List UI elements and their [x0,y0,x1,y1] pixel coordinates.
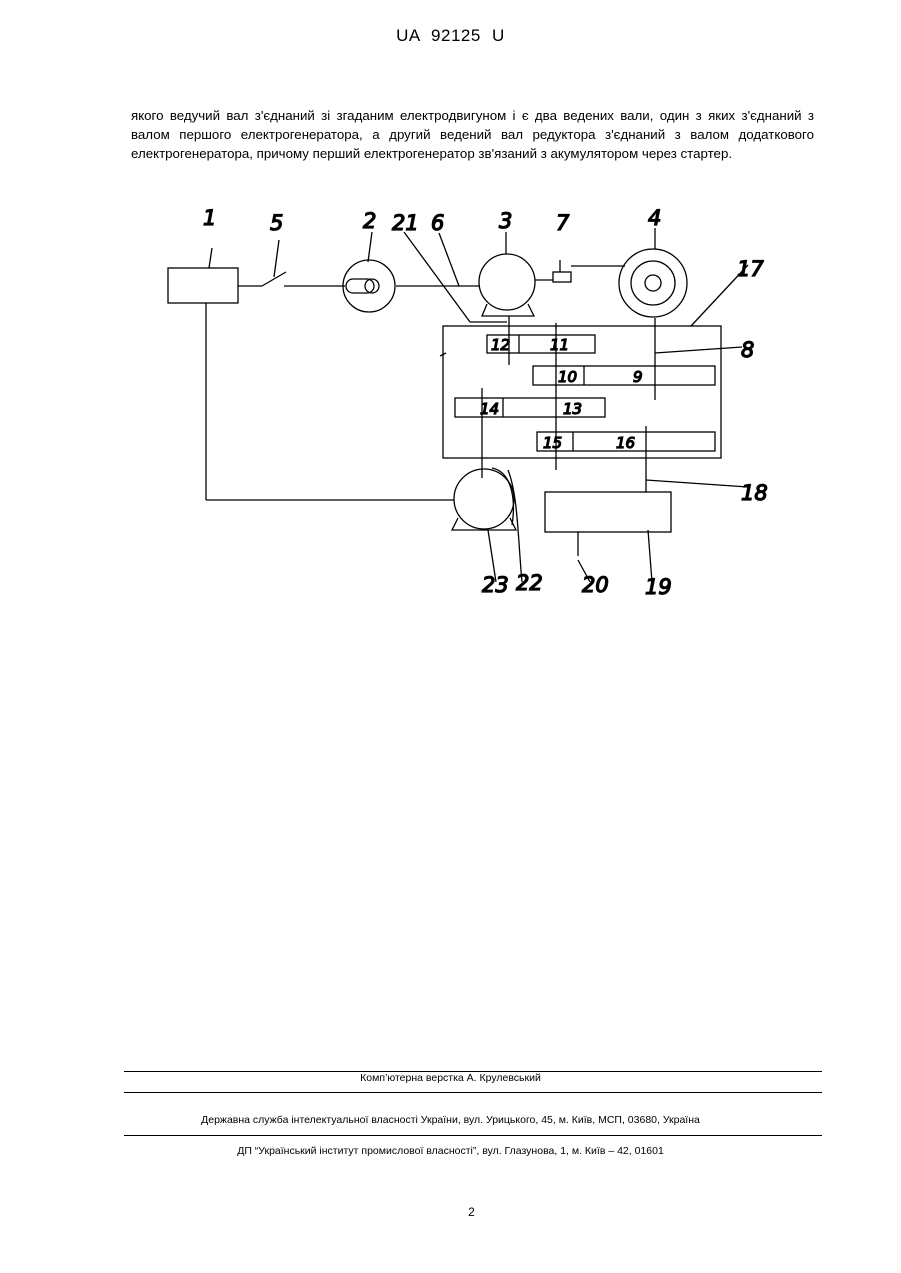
circle-23 [454,469,514,529]
footer-agency: Державна служба інтелектуальної власност… [0,1114,901,1126]
label-8: 8 [741,338,754,362]
label-2: 2 [363,209,376,233]
label-5: 5 [270,211,283,235]
gear-13-14 [455,398,605,417]
housing-17 [443,326,721,458]
footer-rule-3 [124,1135,822,1136]
label-11: 11 [550,336,569,354]
leader-21 [404,232,470,322]
footer-institute: ДП “Український інститут промислової вла… [0,1145,901,1157]
circle-4-core [645,275,661,291]
body-paragraph: якого ведучий вал з'єднаний зі згаданим … [131,106,814,163]
footer-rule-1 [124,1071,822,1072]
label-12: 12 [491,336,510,354]
circle-4-outer [619,249,687,317]
label-9: 9 [633,368,643,386]
label-23: 23 [482,573,509,597]
label-18: 18 [741,481,768,505]
coupling-7 [553,272,571,282]
footer-rule-2 [124,1092,822,1093]
label-19: 19 [645,575,672,599]
leader-5 [274,240,279,277]
label-20: 20 [582,573,609,597]
label-10: 10 [558,368,577,386]
schematic-figure: 1 5 2 21 6 3 7 4 17 8 18 19 20 22 23 12 … [150,195,790,605]
circle-4-inner [631,261,675,305]
box-19 [545,492,671,532]
box-1 [168,268,238,303]
shaft-2 [346,279,374,293]
leader-6 [439,233,459,286]
label-21: 21 [392,211,419,235]
leader-2 [368,232,372,262]
label-14: 14 [480,400,499,418]
leader-8 [655,347,742,353]
label-6: 6 [431,211,444,235]
label-13: 13 [563,400,582,418]
label-16: 16 [616,434,635,452]
leader-1 [209,248,212,268]
label-15: 15 [543,434,562,452]
label-22: 22 [516,571,543,595]
leader-18 [646,480,748,487]
circle-2 [343,260,395,312]
label-7: 7 [556,211,570,235]
circle-3 [479,254,535,310]
label-4: 4 [648,206,661,230]
schematic-drawing: 1 5 2 21 6 3 7 4 17 8 18 19 20 22 23 12 … [150,195,790,605]
footer-credit: Комп’ютерна верстка А. Крулевський [0,1072,901,1084]
label-1: 1 [203,206,216,230]
label-3: 3 [499,209,512,233]
document-id: UA 92125 U [0,26,901,46]
page-number: 2 [0,1205,901,1219]
label-17: 17 [737,257,764,281]
